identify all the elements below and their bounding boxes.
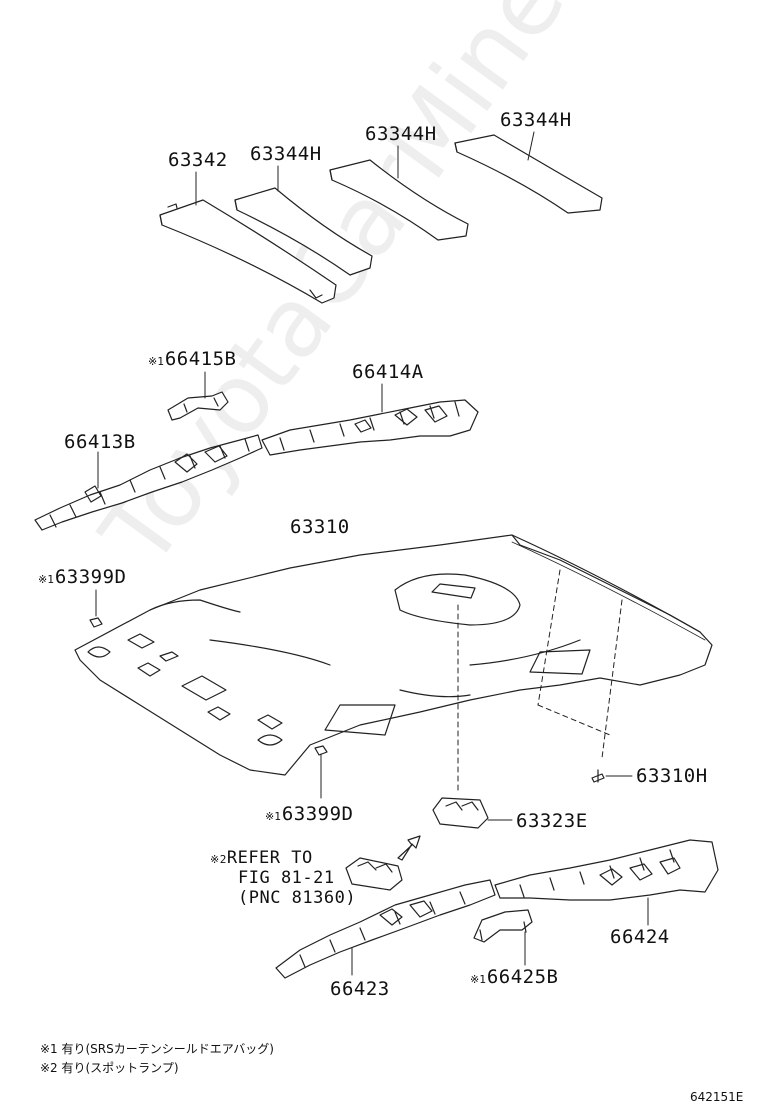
- reference-line-3: (PNC 81360): [238, 888, 357, 908]
- direction-arrow: [397, 835, 421, 861]
- clip-63399d-bottom: [314, 745, 328, 799]
- label-63344h-c: 63344H: [500, 109, 572, 131]
- spot-lamp-reference: [345, 857, 403, 891]
- leader-lines-pads: [195, 131, 535, 206]
- label-63399d-top-text: 63399D: [54, 566, 127, 588]
- label-63399d-bottom: ※163399D: [265, 804, 353, 827]
- rail-66414a: [261, 383, 479, 456]
- footnote-1: ※1 有り(SRSカーテンシールドエアバッグ): [40, 1042, 274, 1056]
- label-66413b: 66413B: [64, 431, 136, 453]
- label-66425b: ※166425B: [470, 967, 558, 990]
- reference-line-2: FIG 81-21: [238, 868, 335, 888]
- rail-66413b: [34, 434, 263, 531]
- mark-1: ※1: [265, 810, 281, 823]
- roof-pad-63342: [159, 199, 337, 304]
- label-66425b-text: 66425B: [486, 966, 559, 988]
- label-63399d-top: ※163399D: [38, 567, 126, 590]
- mark-1: ※1: [470, 973, 486, 986]
- roof-pad-63344h-b: [329, 159, 469, 241]
- clip-63399d-top: [89, 589, 103, 628]
- roof-pad-63344h-c: [454, 134, 603, 214]
- footnote-2: ※2 有り(スポットランプ): [40, 1061, 179, 1075]
- label-63342: 63342: [168, 149, 228, 171]
- label-63310: 63310: [290, 516, 350, 538]
- label-63344h-b: 63344H: [365, 123, 437, 145]
- label-63399d-bottom-text: 63399D: [281, 803, 354, 825]
- reference-text-1: REFER TO: [226, 848, 313, 868]
- figure-id: 642151E: [690, 1090, 744, 1104]
- label-63310h: 63310H: [636, 765, 708, 787]
- reference-line-1: ※2REFER TO: [210, 849, 313, 869]
- roof-pad-63344h-a: [234, 187, 373, 276]
- bracket-66415b: [167, 371, 229, 421]
- label-63344h-a: 63344H: [250, 143, 322, 165]
- mark-1: ※1: [148, 355, 164, 368]
- headliner-63310: [74, 534, 713, 776]
- label-63323e: 63323E: [516, 810, 588, 832]
- lamp-63323e: [432, 797, 513, 829]
- mark-2: ※2: [210, 853, 227, 866]
- label-66423: 66423: [330, 978, 390, 1000]
- label-66415b-text: 66415B: [164, 348, 237, 370]
- screw-63310h: [591, 769, 633, 783]
- dashed-reference-lines: [457, 569, 623, 791]
- rail-66423: [275, 879, 496, 979]
- rail-66424: [494, 839, 719, 926]
- label-66415b: ※166415B: [148, 349, 236, 372]
- bracket-66425b: [473, 909, 533, 966]
- label-66414a: 66414A: [352, 361, 424, 383]
- label-66424: 66424: [610, 926, 670, 948]
- mark-1: ※1: [38, 573, 54, 586]
